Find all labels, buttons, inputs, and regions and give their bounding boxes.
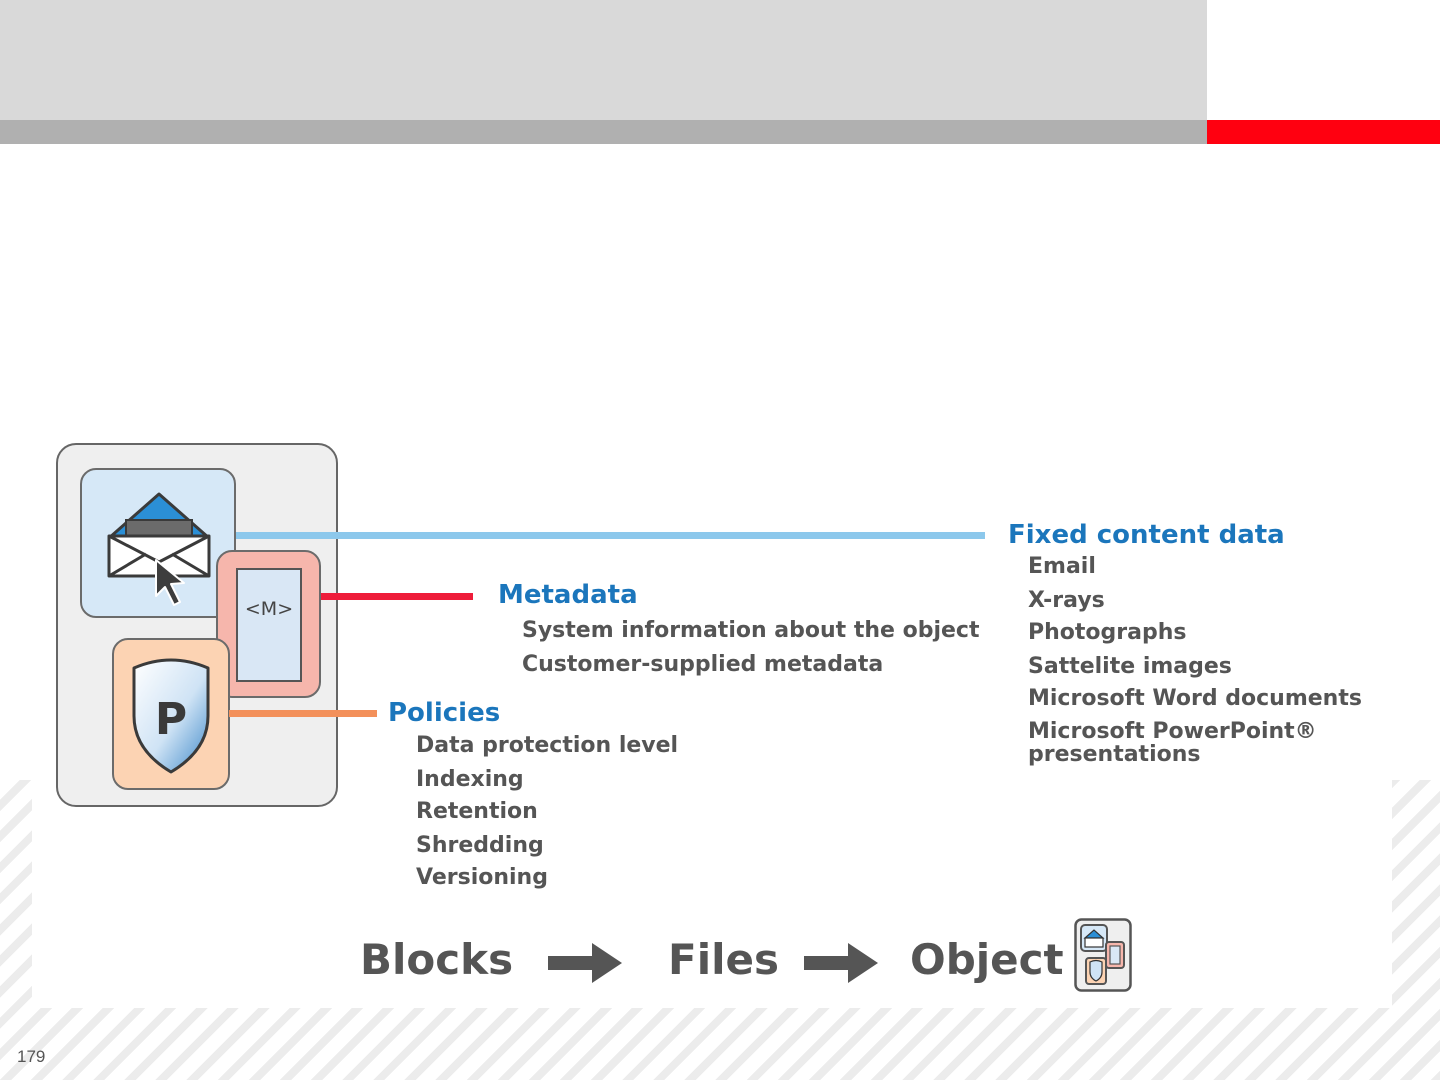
fixed-content-item: X-rays (1028, 588, 1105, 613)
policies-item: Retention (416, 799, 538, 824)
flow-step-files: Files (668, 935, 779, 984)
policies-item: Versioning (416, 865, 548, 890)
fixed-content-connector (236, 532, 985, 539)
header-accent-bar (1207, 120, 1440, 144)
policies-item: Data protection level (416, 733, 679, 758)
flow-step-blocks: Blocks (360, 935, 514, 984)
fixed-content-item: presentations (1028, 742, 1201, 767)
fixed-content-item: Sattelite images (1028, 654, 1232, 679)
metadata-heading: Metadata (498, 580, 638, 610)
policies-item: Shredding (416, 833, 544, 858)
arrow-right-icon (804, 943, 878, 983)
fixed-content-item: Email (1028, 554, 1096, 579)
policies-item: Indexing (416, 767, 524, 792)
cursor-arrow-icon (155, 559, 185, 606)
metadata-item: Customer-supplied metadata (522, 652, 884, 677)
arrow-right-icon (548, 943, 622, 983)
policies-heading: Policies (388, 698, 501, 728)
header-divider-bar (0, 120, 1207, 144)
policy-letter: P (155, 694, 187, 745)
object-icon (1074, 918, 1132, 992)
metadata-tag-label: <M> (244, 598, 294, 620)
policies-connector (229, 710, 377, 717)
fixed-content-heading: Fixed content data (1008, 520, 1285, 550)
fixed-content-item: Microsoft PowerPoint® (1028, 719, 1317, 744)
metadata-document (236, 568, 302, 682)
envelope-icon (107, 492, 211, 606)
slide-number: 179 (17, 1047, 46, 1066)
fixed-content-item: Photographs (1028, 620, 1187, 645)
metadata-item: System information about the object (522, 618, 980, 643)
metadata-connector (321, 593, 473, 600)
flow-step-object: Object (910, 935, 1064, 984)
fixed-content-item: Microsoft Word documents (1028, 686, 1362, 711)
header-title-bar (0, 0, 1207, 120)
policy-shield-icon: P (132, 658, 210, 774)
